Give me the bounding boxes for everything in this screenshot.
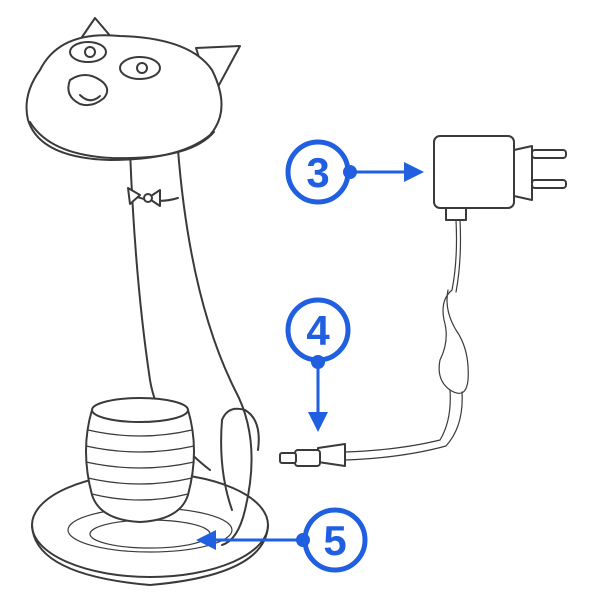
- cat-head: [25, 17, 241, 161]
- callout-adapter: 3: [285, 139, 424, 205]
- callout-socket: 5: [196, 507, 368, 573]
- power-cable: [344, 219, 469, 461]
- lamp-base: [31, 472, 269, 586]
- dc-plug-icon: [279, 443, 346, 467]
- callout-label-4: 4: [306, 307, 330, 354]
- power-adapter-icon: [433, 135, 567, 221]
- callout-plug: 4: [285, 297, 351, 432]
- barrel-light: [85, 397, 195, 523]
- callout-label-3: 3: [306, 149, 329, 196]
- bow-tie: [127, 187, 179, 207]
- callout-label-5: 5: [323, 517, 346, 564]
